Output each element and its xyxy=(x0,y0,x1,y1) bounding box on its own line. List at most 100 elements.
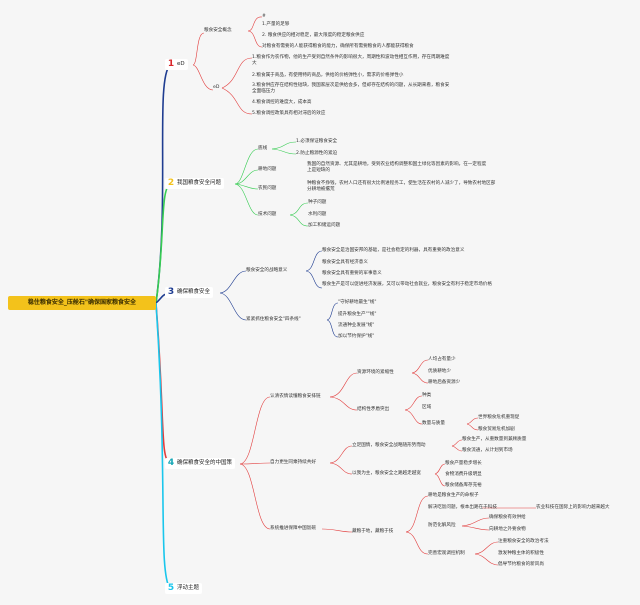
connector-b2-g4 xyxy=(234,183,259,216)
connector-b1-sub2 xyxy=(192,64,214,91)
branch-2-group-3-label[interactable]: 农民问题 xyxy=(258,186,277,191)
branch-4-g3-item-2: 解决吃饭问题，根本出路在于科技 xyxy=(428,505,497,510)
branch-4-g2-sub-2-item-2: 食物消费升级明显 xyxy=(445,472,482,477)
connector-b2-g3 xyxy=(234,183,259,190)
branch-4-g3-sub-1-label[interactable]: 藏粮于地，藏粮于技 xyxy=(352,529,394,534)
branch-1-sub-1-item-3: 2. 粮食供应的相对稳定，最大限度的稳定粮食供应 xyxy=(262,33,365,38)
connector-b2-g4-items-b xyxy=(289,214,309,227)
connector-b4-g1 xyxy=(239,396,271,465)
branch-4-g3-deep-3: 注重粮食安全的政治考法 xyxy=(498,539,549,544)
connector-b4-g3-deep-a xyxy=(461,517,490,527)
connector-b1-sub2-items xyxy=(221,57,253,89)
branch-2-group-1-label[interactable]: 底线 xyxy=(258,146,268,151)
connector-b3-g1 xyxy=(219,270,247,294)
branch-4-g3-deep-5: 倡导节约粮食的新风尚 xyxy=(498,562,544,567)
connector-b4-g2 xyxy=(239,462,271,465)
branch-3-group-1-item-1: 粮食安全是治国安邦的基础，是社会稳定的利器，具有重要的政治意义 xyxy=(322,248,465,253)
connector-b2-g1 xyxy=(234,148,259,185)
branch-1-sub-2-item-2: 2.粮食属于商品，有使用特的商品，供给的价格弹性小，需求的价格弹性小 xyxy=(252,73,404,78)
branch-4-g1-sub-1-item-3: 耕地后备资源少 xyxy=(428,380,461,385)
connector-b4-g3-deep-d xyxy=(474,553,499,566)
branch-3-group-1-item-4: 粮食生产是可以促进经济发展，又可以带动社会就业，粮食安全有利于稳定市场价格 xyxy=(322,282,492,287)
branch-4-g3-item-1: 耕地是粮食生产的命根子 xyxy=(428,493,479,498)
branch-4-g2-sub-1-label[interactable]: 立足国情，粮食安全战略随形势而动 xyxy=(352,443,426,448)
branch-4-g1-sub-1-item-2: 优质耕地少 xyxy=(428,369,451,374)
branch-4-number: 4 xyxy=(167,458,175,468)
branch-4-g1-sub-2-label[interactable]: 结构性矛盾突出 xyxy=(357,407,390,412)
connector-b4-g3-deep-c xyxy=(474,541,499,555)
branch-2-group-4-label[interactable]: 技术问题 xyxy=(258,212,277,217)
branch-3-group-2-label[interactable]: 紧紧抓住粮食安全"四条线" xyxy=(246,317,301,322)
branch-2-group-2-label[interactable]: 耕地问题 xyxy=(258,167,277,172)
connector-b4-g2-s1-items-b xyxy=(451,445,463,452)
branch-3-number: 3 xyxy=(167,287,175,297)
branch-4-g2-sub-1-item-2: 粮食流通，从计划到市场 xyxy=(462,448,513,453)
branch-5-number: 5 xyxy=(167,583,175,593)
connector-b4-g3-items-b xyxy=(405,531,429,555)
connector-b3-g2-items-b xyxy=(326,319,339,338)
branch-2-group-2-item-1: 我国的自然资源、尤其是耕地，受到农业结构调整和国土绿化等因素的影响，在一定程度上… xyxy=(307,162,487,173)
branch-2-group-3-item-1: 种粮食不挣钱，农村人口还有很大比例进程务工，使生活在农村的人减少了，导致农村地区… xyxy=(307,181,496,192)
connector-b3-g2-items xyxy=(326,302,339,321)
branch-2-group-4-item-3: 加工和储运问题 xyxy=(308,223,341,228)
branch-4-g1-deep-2: 粮食贸易危机加剧 xyxy=(478,427,515,432)
connector-b4-g1-deep xyxy=(466,417,479,425)
branch-3-group-1-label[interactable]: 粮食安全的战略意义 xyxy=(246,268,288,273)
branch-1-sub-2-label[interactable]: eD xyxy=(213,85,220,90)
branch-4-g2-sub-2-item-1: 粮食产量稳步增长 xyxy=(445,461,482,466)
branch-4-g3-item-5: 完善宏观调控机制 xyxy=(428,551,465,556)
branch-4-g2-sub-2-label[interactable]: 以我为主，粮食安全之路越走越宽 xyxy=(352,471,421,476)
connector-b4-g1-deep-b xyxy=(466,423,479,431)
branch-1-sub-2-item-5: 5.粮食调控政策具有相对滞后的效应 xyxy=(252,111,326,116)
branch-4-g1-sub-1-item-1: 人均占有量少 xyxy=(428,357,456,362)
branch-1-sub-1-label[interactable]: 粮食安全概念 xyxy=(204,28,232,33)
root-topic[interactable]: 稳住粮食安全_压舱石"确保国家粮食安全 xyxy=(8,296,156,310)
branch-1-label: eD xyxy=(177,61,185,67)
connector-b4-g3-s1 xyxy=(321,528,353,533)
branch-2-group-4-item-2: 水利问题 xyxy=(308,212,327,217)
branch-4-group-3-label[interactable]: 系统推进保障中国饭碗 xyxy=(270,526,316,531)
connector-b1-sub2-items-b xyxy=(221,87,253,115)
connector-b3-g2 xyxy=(219,292,247,321)
connector-b1-sub1-items xyxy=(247,16,263,32)
branch-1-sub-2-item-1: 1.粮食作为农作物，他的生产受到自然条件的影响很大，周期性和波动性相互作用，存在… xyxy=(252,55,450,66)
connector-b1-sub1-items-b xyxy=(247,30,263,48)
branch-3-group-2-item-3: 流通种业发展"线" xyxy=(338,323,375,328)
branch-4-g1-sub-2-item-1: 种类 xyxy=(422,393,432,398)
branch-3-group-1-item-3: 粮食安全具有重要的军事意义 xyxy=(322,271,382,276)
branch-5-label: 浮动主题 xyxy=(177,585,200,591)
branch-3-group-2-item-4: 加以节约保护"线" xyxy=(338,334,375,339)
connector-b4-g2-s1 xyxy=(329,445,353,464)
branch-1-sub-1-item-2: 1.产量的足够 xyxy=(262,22,290,27)
branch-2-group-1-item-2: 2.防止粮源性的紧迫 xyxy=(296,151,338,156)
branch-4-g2-sub-2-item-3: 粮食储备库存充裕 xyxy=(445,483,482,488)
connector-b4-g1-s1-items-b xyxy=(411,372,429,384)
connector-b4-g1-s2-items-b xyxy=(404,409,423,425)
branch-4-group-1-label[interactable]: 认清农情读懂粮食安排链 xyxy=(270,394,321,399)
branch-1-sub-1-item-1: # xyxy=(262,14,266,19)
branch-4-g2-sub-1-item-1: 粮食生产，从重数量到兼顾质量 xyxy=(462,437,527,442)
connector-b4-g1-s1 xyxy=(329,372,358,398)
connector-b3-g1-items-b xyxy=(305,270,323,289)
connector-b4-g2-s2-items xyxy=(434,463,446,475)
connector-b4-g2-s2-items-b xyxy=(434,473,446,487)
connector-b2-g2 xyxy=(234,169,259,185)
connector-b4-g3-deep-b xyxy=(461,525,490,531)
connector-b4-g1-s1-items xyxy=(411,359,429,374)
branch-1-sub-1-item-4: 对粮食有需要的人能获得粮食的能力，确保所有需要粮食的人都能获得粮食 xyxy=(262,44,414,49)
branch-3-group-2-item-1: "守好耕地最生"线" xyxy=(338,300,377,305)
branch-4-group-2-label[interactable]: 自力更生同乘持续共好 xyxy=(270,460,316,465)
branch-4-g1-sub-1-label[interactable]: 资源环境的紧缩性 xyxy=(357,370,394,375)
connector-b2-g4-items xyxy=(289,202,309,216)
connector-b4-g2-s1-items xyxy=(451,439,463,447)
connector-b4-g3-items xyxy=(405,495,429,533)
branch-3-group-2-item-2: 提升粮食生产""线" xyxy=(338,312,377,317)
branch-4-g3-item-3: 农业科技在国际上的影响力越来越大 xyxy=(536,505,610,510)
connector-b4-g1-s2-items xyxy=(404,395,423,411)
